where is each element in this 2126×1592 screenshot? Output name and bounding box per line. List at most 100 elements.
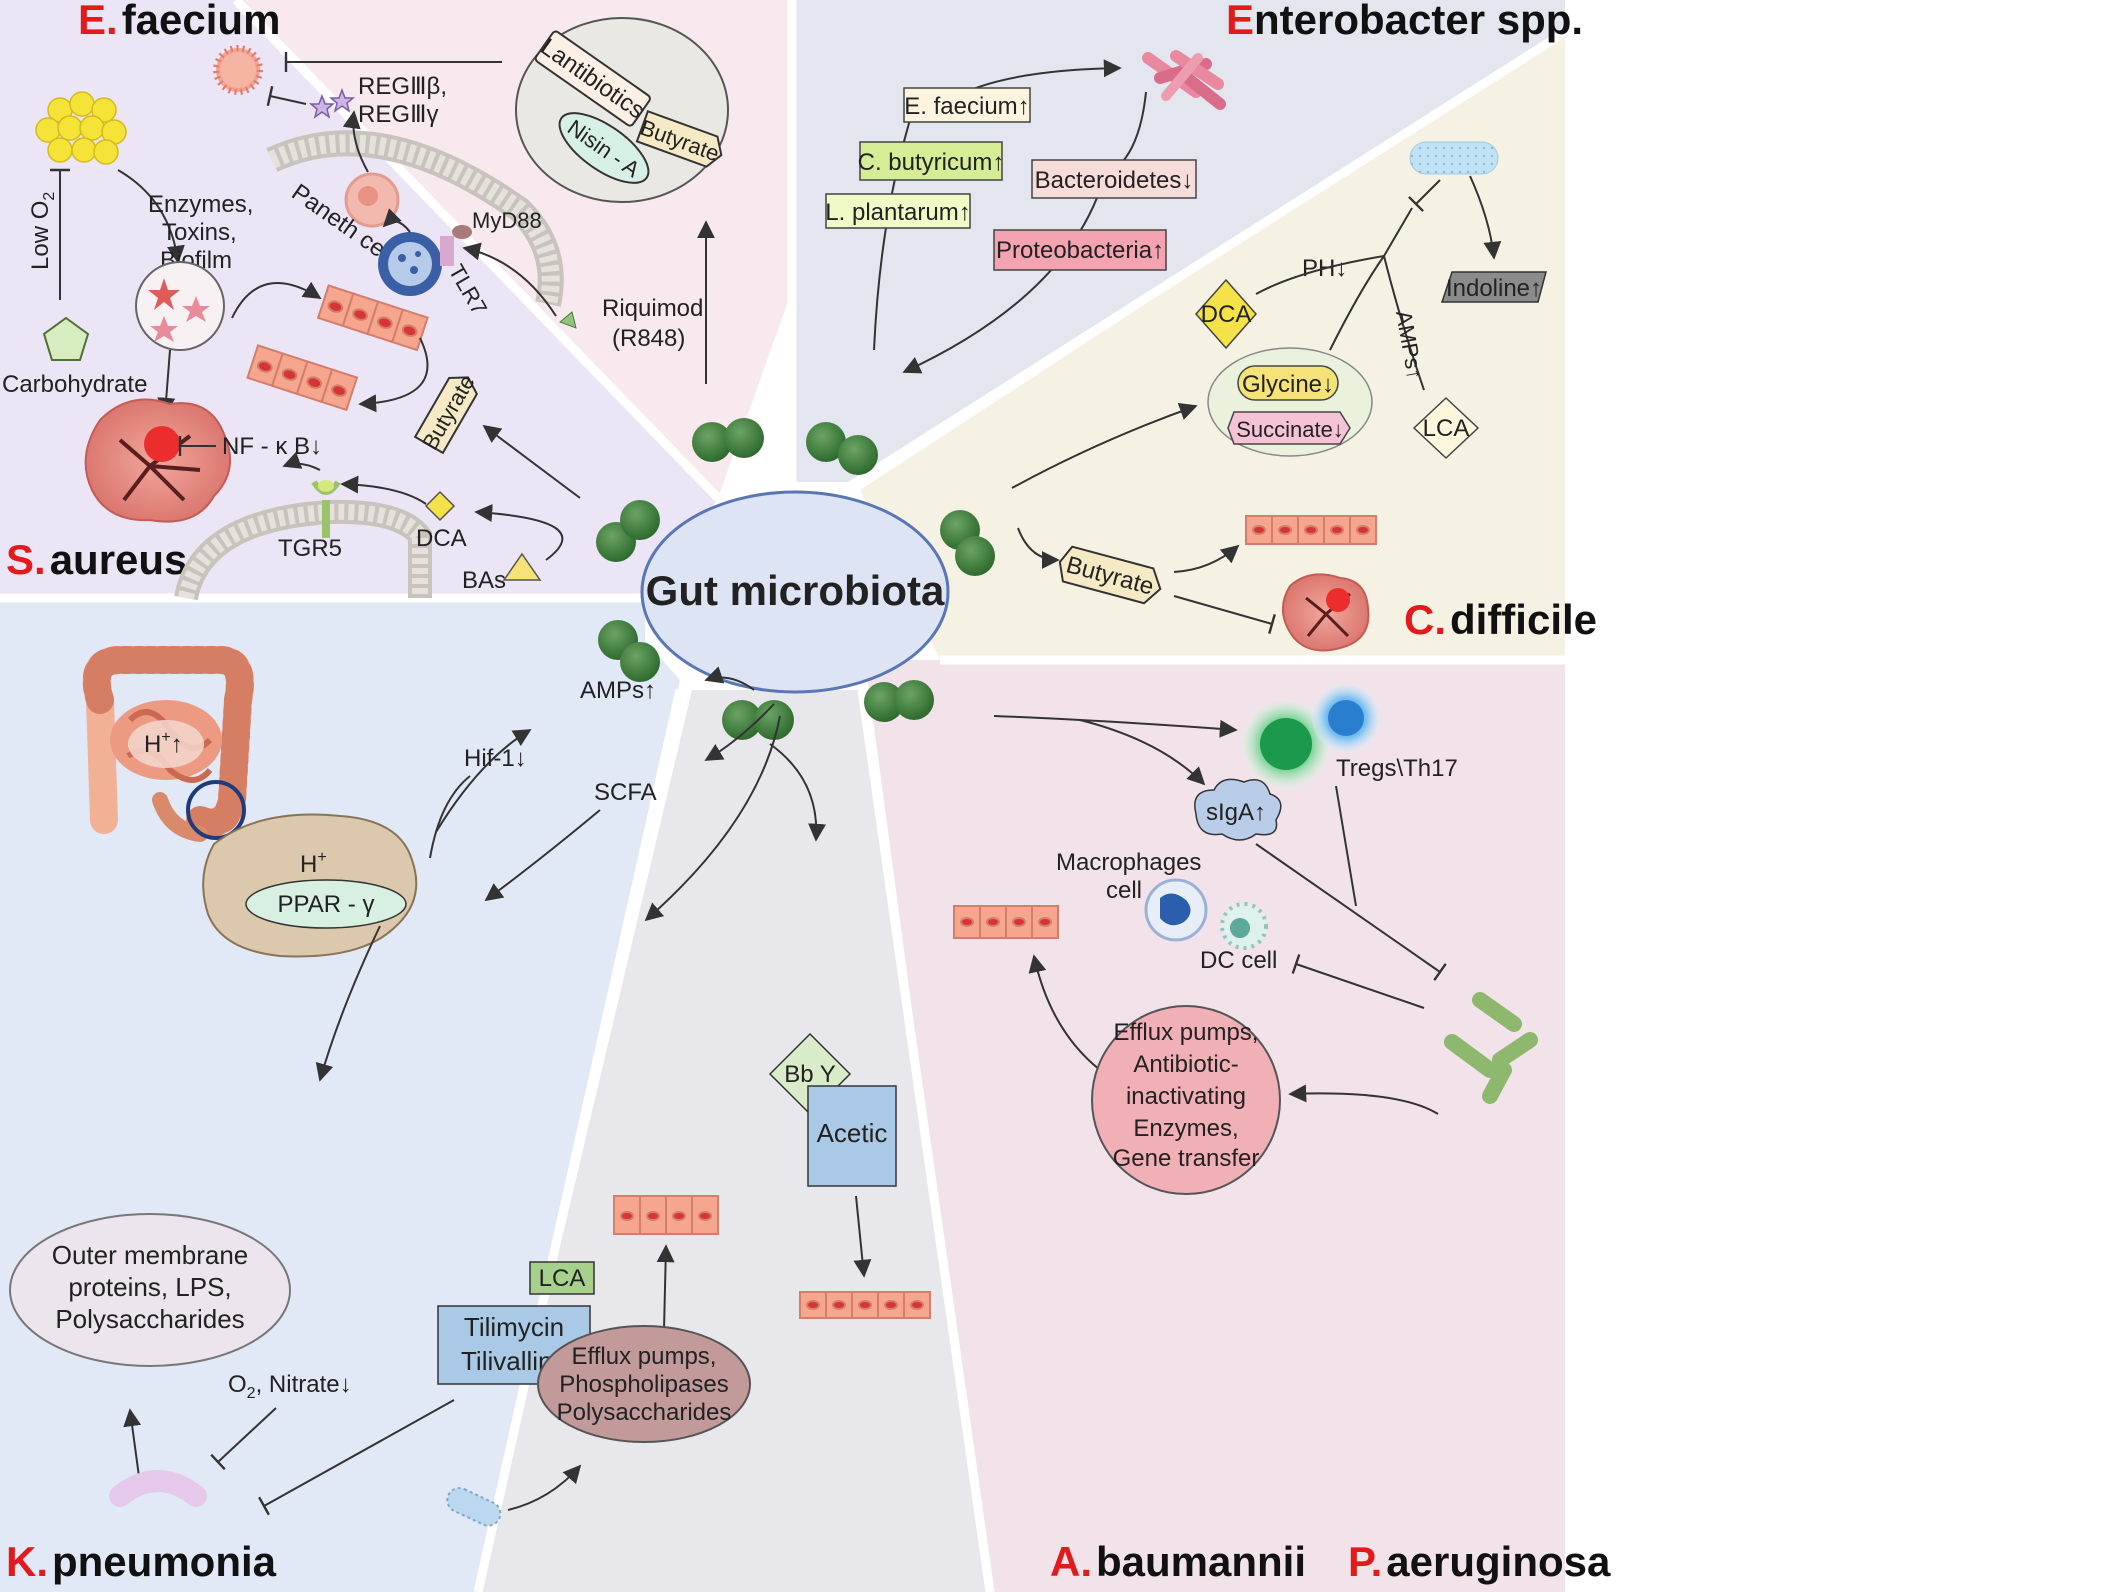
svg-text:Gene transfer: Gene transfer <box>1113 1145 1260 1172</box>
gut-microbiota-ellipse <box>640 490 950 694</box>
macrophage-icon <box>1144 878 1208 942</box>
low-o2-label: Low O2 <box>27 192 58 270</box>
macrophages-label-1: Macrophages <box>1056 849 1201 876</box>
bacteria-icon <box>806 422 878 475</box>
bacteria-icon <box>722 700 794 740</box>
svg-text:C. butyricum↑: C. butyricum↑ <box>858 149 1005 176</box>
outer-membrane-ellipse <box>9 1213 291 1367</box>
dc-cell-icon <box>1220 902 1268 950</box>
efflux-ellipse-baumannii <box>537 1325 751 1443</box>
e-faecium-title: E.faecium <box>78 0 280 43</box>
acetic-box: Acetic <box>807 1085 897 1187</box>
svg-text:Polysaccharides: Polysaccharides <box>55 1304 244 1334</box>
reg-label-2: REGⅢγ <box>358 101 439 128</box>
macrophages-label-2: cell <box>1106 877 1142 904</box>
riquimod-label-2: (R848) <box>612 325 685 352</box>
efflux-circle-aeruginosa <box>1091 1005 1281 1195</box>
dca-diamond-difficile <box>1194 278 1258 350</box>
bas-label: BAs <box>462 567 506 594</box>
epithelial-row-aeruginosa <box>953 905 1059 939</box>
carbohydrate-icon <box>42 316 90 361</box>
svg-text:Acetic: Acetic <box>817 1118 888 1148</box>
k-pneumonia-title: K.pneumonia <box>6 1538 277 1585</box>
bas-triangle-icon <box>502 552 542 581</box>
dc-cell-label: DC cell <box>1200 947 1277 974</box>
epithelial-row-baumannii-top <box>613 1195 719 1235</box>
myd88-icon <box>452 225 472 239</box>
enterobacter-rods-icon <box>1142 50 1226 110</box>
lca-diamond <box>1412 396 1480 460</box>
amps-up-label-k: AMPs↑ <box>580 677 656 704</box>
panel-a-baumannii: A.baumannii Bb Y Acetic Efflux pumps, Ph… <box>446 743 1306 1585</box>
scfa-label: SCFA <box>594 779 657 806</box>
succinate-down-tag: Succinate↓ <box>1227 411 1351 445</box>
bacteria-icon <box>596 500 660 562</box>
a-baumannii-title: A.baumannii <box>1050 1538 1306 1585</box>
indoline-box <box>1440 271 1547 303</box>
toxins-label: Toxins, <box>162 219 237 246</box>
bacteria-icon <box>940 510 995 576</box>
s-aureus-cluster-icon <box>35 91 127 165</box>
h-up-label: H+↑ <box>144 729 183 758</box>
dca-diamond-aureus <box>424 490 456 522</box>
svg-text:sIgA↑: sIgA↑ <box>1206 799 1266 826</box>
a-baumannii-bacterium-icon <box>446 1487 502 1527</box>
svg-text:Efflux pumps,: Efflux pumps, <box>572 1343 717 1370</box>
tumor-icon-difficile <box>1282 573 1370 652</box>
svg-text:proteins, LPS,: proteins, LPS, <box>68 1272 231 1302</box>
panel-c-difficile: C.difficile Indoline↑ PH↓ DCA AMPs↑ LCA … <box>1011 141 1597 652</box>
magnifier-icon <box>186 780 246 840</box>
toxins-circle-icon <box>135 261 225 351</box>
bacteroidetes-down-box: Bacteroidetes↓ <box>1031 159 1197 199</box>
enterobacter-title: Enterobacter spp. <box>1226 0 1583 43</box>
epithelial-row-difficile <box>1245 515 1377 545</box>
l-plantarum-up-box: L. plantarum↑ <box>825 193 971 229</box>
c-difficile-title: C.difficile <box>1404 596 1597 643</box>
svg-text:PPAR - γ: PPAR - γ <box>278 891 375 918</box>
svg-text:Polysaccharides: Polysaccharides <box>557 1399 732 1426</box>
h-plus-label: H+ <box>300 849 327 878</box>
k-pneumonia-bacterium-icon <box>109 1470 207 1507</box>
svg-text:Tilimycin: Tilimycin <box>464 1312 564 1342</box>
c-butyricum-up-box: C. butyricum↑ <box>858 141 1005 181</box>
p-aeruginosa-title: P.aeruginosa <box>1348 1538 1611 1585</box>
bacteria-icon <box>598 620 660 682</box>
e-faecium-up-box: E. faecium↑ <box>903 87 1031 123</box>
e-faecium-pathogen-icon <box>213 45 263 95</box>
p-aeruginosa-rods-icon <box>1444 992 1538 1104</box>
svg-text:DCA: DCA <box>1201 301 1252 328</box>
svg-text:LCA: LCA <box>1423 415 1470 442</box>
svg-text:Indoline↑: Indoline↑ <box>1446 275 1542 302</box>
svg-text:Outer membrane: Outer membrane <box>52 1240 249 1270</box>
panel-enterobacter: Enterobacter spp. E. faecium↑ C. butyric… <box>825 0 1583 374</box>
svg-text:Phospholipases: Phospholipases <box>559 1371 728 1398</box>
svg-text:Succinate↓: Succinate↓ <box>1236 417 1344 442</box>
tumor-icon <box>84 398 231 523</box>
svg-text:Enzymes,: Enzymes, <box>1133 1115 1238 1142</box>
svg-text:Proteobacteria↑: Proteobacteria↑ <box>996 237 1164 264</box>
tgr5-label: TGR5 <box>278 535 342 562</box>
bacteria-icon <box>692 418 764 462</box>
panel-p-aeruginosa: P.aeruginosa Tregs\Th17 sIgA↑ Macrophage… <box>953 684 1611 1585</box>
gut-microbiota-label: Gut microbiota <box>646 567 945 614</box>
lca-box-k: LCA <box>529 1261 595 1295</box>
tgr5-receptor-icon <box>311 480 341 538</box>
reg-peptides-icon <box>308 87 356 119</box>
ppar-ellipse <box>245 879 407 929</box>
epithelial-membrane-arc <box>266 130 564 307</box>
dca-label-aureus: DCA <box>416 525 467 552</box>
riquimod-icon <box>559 311 577 329</box>
riquimod-label-1: Riquimod <box>602 295 703 322</box>
svg-text:Glycine↓: Glycine↓ <box>1242 371 1334 398</box>
bacteria-group <box>596 418 995 740</box>
glycine-down-tag: Glycine↓ <box>1237 365 1339 401</box>
tlr7-cell-icon <box>378 232 442 296</box>
enzymes-label: Enzymes, <box>148 191 253 218</box>
proteobacteria-up-box: Proteobacteria↑ <box>993 229 1167 271</box>
carbohydrate-label: Carbohydrate <box>2 371 147 398</box>
svg-text:E. faecium↑: E. faecium↑ <box>904 93 1029 120</box>
svg-text:Bb Y: Bb Y <box>784 1061 836 1088</box>
bacteria-icon <box>864 680 934 722</box>
svg-text:Bacteroidetes↓: Bacteroidetes↓ <box>1035 167 1194 194</box>
